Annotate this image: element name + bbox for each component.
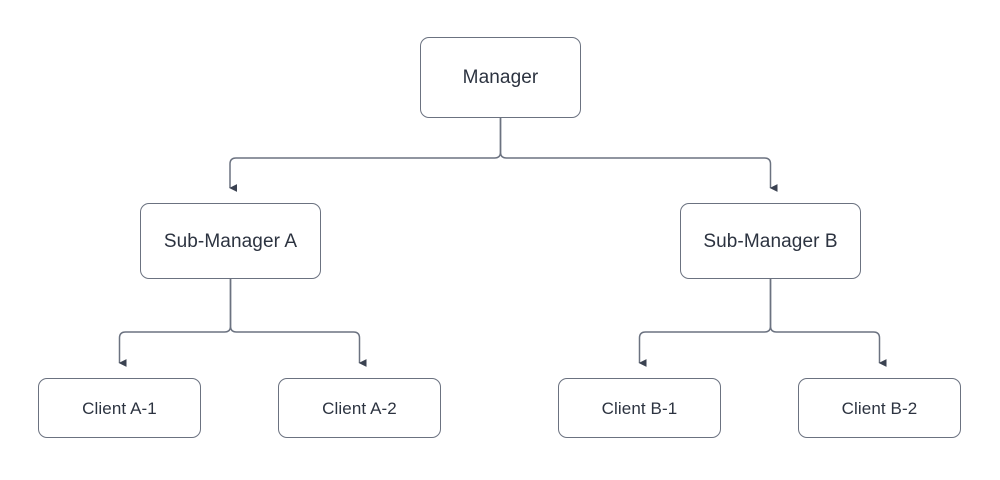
- node-sub-manager-a[interactable]: Sub-Manager A: [140, 203, 321, 279]
- edge-sub-a-to-client-a1: [118, 279, 232, 367]
- edge-sub-b-to-client-b1: [638, 279, 772, 367]
- edge-sub-b-to-client-b2: [769, 279, 887, 367]
- node-client-b-1[interactable]: Client B-1: [558, 378, 721, 438]
- node-client-b-1-label: Client B-1: [601, 398, 678, 418]
- node-sub-manager-b[interactable]: Sub-Manager B: [680, 203, 861, 279]
- node-client-a-2-label: Client A-2: [322, 398, 397, 418]
- node-client-b-2-label: Client B-2: [841, 398, 918, 418]
- node-sub-manager-a-label: Sub-Manager A: [163, 230, 298, 252]
- edge-manager-to-sub-a: [229, 118, 502, 192]
- edge-sub-a-to-client-a2: [229, 279, 367, 367]
- edge-manager-to-sub-b: [499, 118, 778, 192]
- node-client-a-2[interactable]: Client A-2: [278, 378, 441, 438]
- node-sub-manager-b-label: Sub-Manager B: [703, 230, 838, 252]
- node-client-b-2[interactable]: Client B-2: [798, 378, 961, 438]
- node-manager[interactable]: Manager: [420, 37, 581, 118]
- node-client-a-1[interactable]: Client A-1: [38, 378, 201, 438]
- node-client-a-1-label: Client A-1: [82, 398, 157, 418]
- node-manager-label: Manager: [462, 67, 539, 88]
